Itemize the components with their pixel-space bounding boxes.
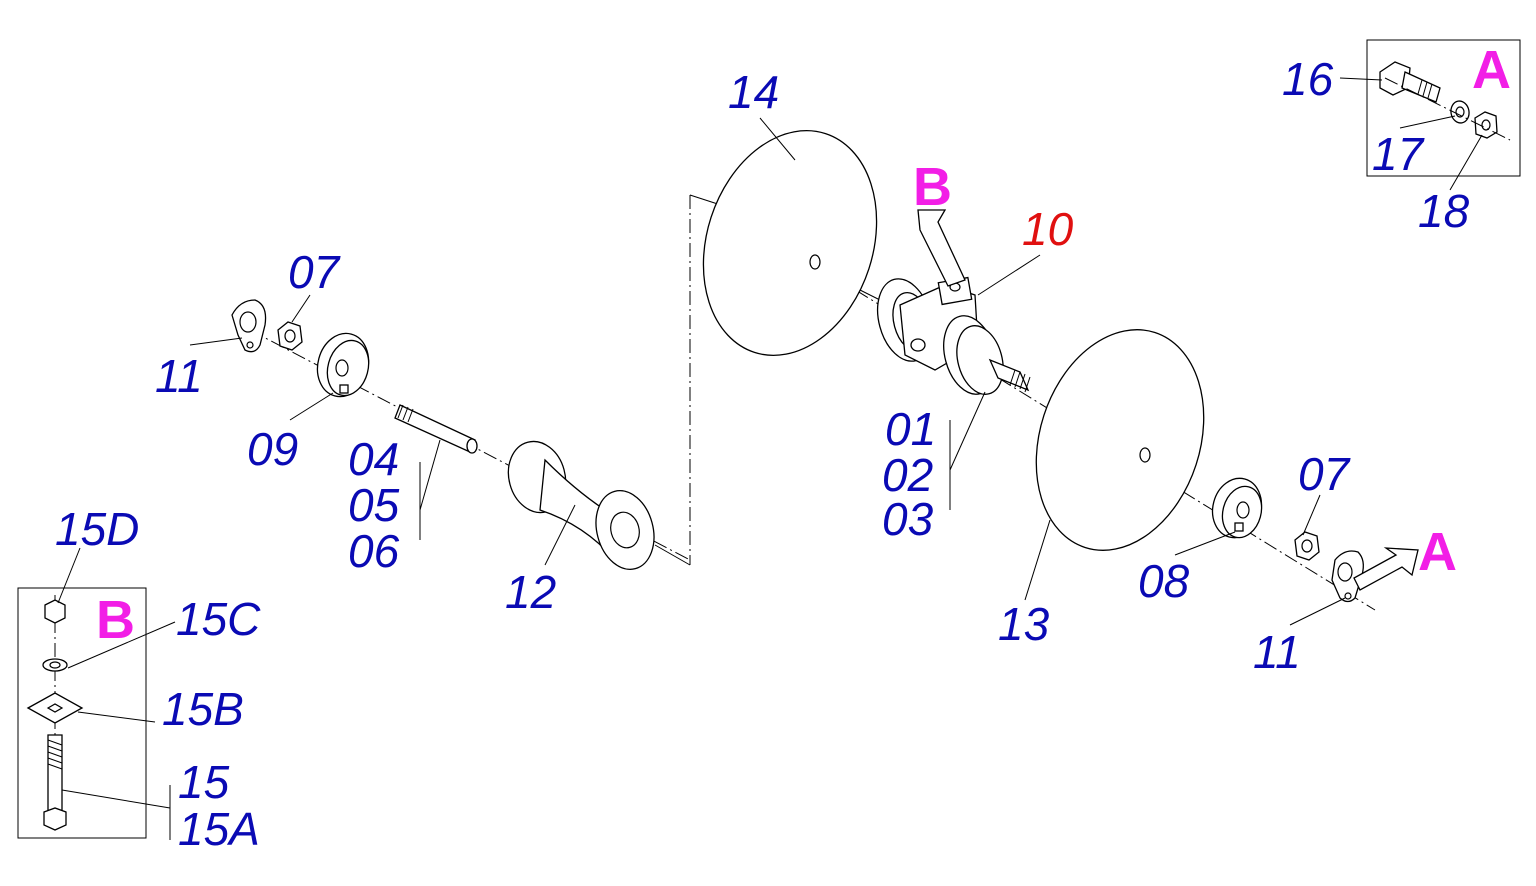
part-11-right-plate [1331, 550, 1364, 603]
detail-markers: A A B B [96, 40, 1511, 650]
label-10: 10 [1022, 203, 1074, 255]
part-08-washer [1211, 477, 1263, 539]
label-07-right: 07 [1298, 448, 1351, 500]
label-11-right: 11 [1253, 626, 1301, 678]
label-15: 15 [178, 756, 230, 808]
part-labels: 14 10 07 11 09 04 05 06 12 01 02 03 13 0… [55, 53, 1470, 855]
leader-lines [57, 77, 1483, 840]
label-13: 13 [998, 598, 1050, 650]
label-14: 14 [728, 66, 779, 118]
part-14-disc [702, 130, 878, 356]
part-11-left-plate [231, 299, 267, 353]
detail-b-box [17, 587, 147, 839]
label-15b: 15B [162, 683, 244, 735]
callout-arrow-b [917, 209, 966, 287]
label-15a: 15A [178, 803, 260, 855]
marker-a-callout: A [1418, 522, 1457, 582]
label-11-left: 11 [155, 350, 203, 402]
label-04: 04 [348, 433, 399, 485]
label-06: 06 [348, 525, 400, 577]
label-16: 16 [1282, 53, 1334, 105]
label-18: 18 [1418, 185, 1470, 237]
part-09-washer [316, 332, 370, 398]
label-01: 01 [885, 403, 936, 455]
label-07-left: 07 [288, 246, 341, 298]
label-05: 05 [348, 479, 400, 531]
label-12: 12 [505, 566, 556, 618]
callout-arrow-a [1353, 547, 1419, 591]
label-17: 17 [1372, 128, 1425, 180]
label-09: 09 [247, 423, 298, 475]
part-07-right-nut [1294, 531, 1320, 561]
part-12-spool [507, 440, 655, 570]
part-04-pin [394, 404, 478, 454]
label-08: 08 [1138, 555, 1190, 607]
label-15c: 15C [176, 593, 261, 645]
part-10-hub [859, 276, 1031, 395]
marker-b-callout: B [913, 157, 952, 217]
detail-a-box [1366, 39, 1521, 177]
part-07-left-nut [277, 321, 303, 351]
marker-b-box: B [96, 590, 135, 650]
marker-a-box: A [1472, 40, 1511, 100]
label-15d: 15D [55, 503, 139, 555]
label-03: 03 [882, 493, 934, 545]
label-02: 02 [882, 449, 933, 501]
part-13-disc [1035, 329, 1205, 551]
